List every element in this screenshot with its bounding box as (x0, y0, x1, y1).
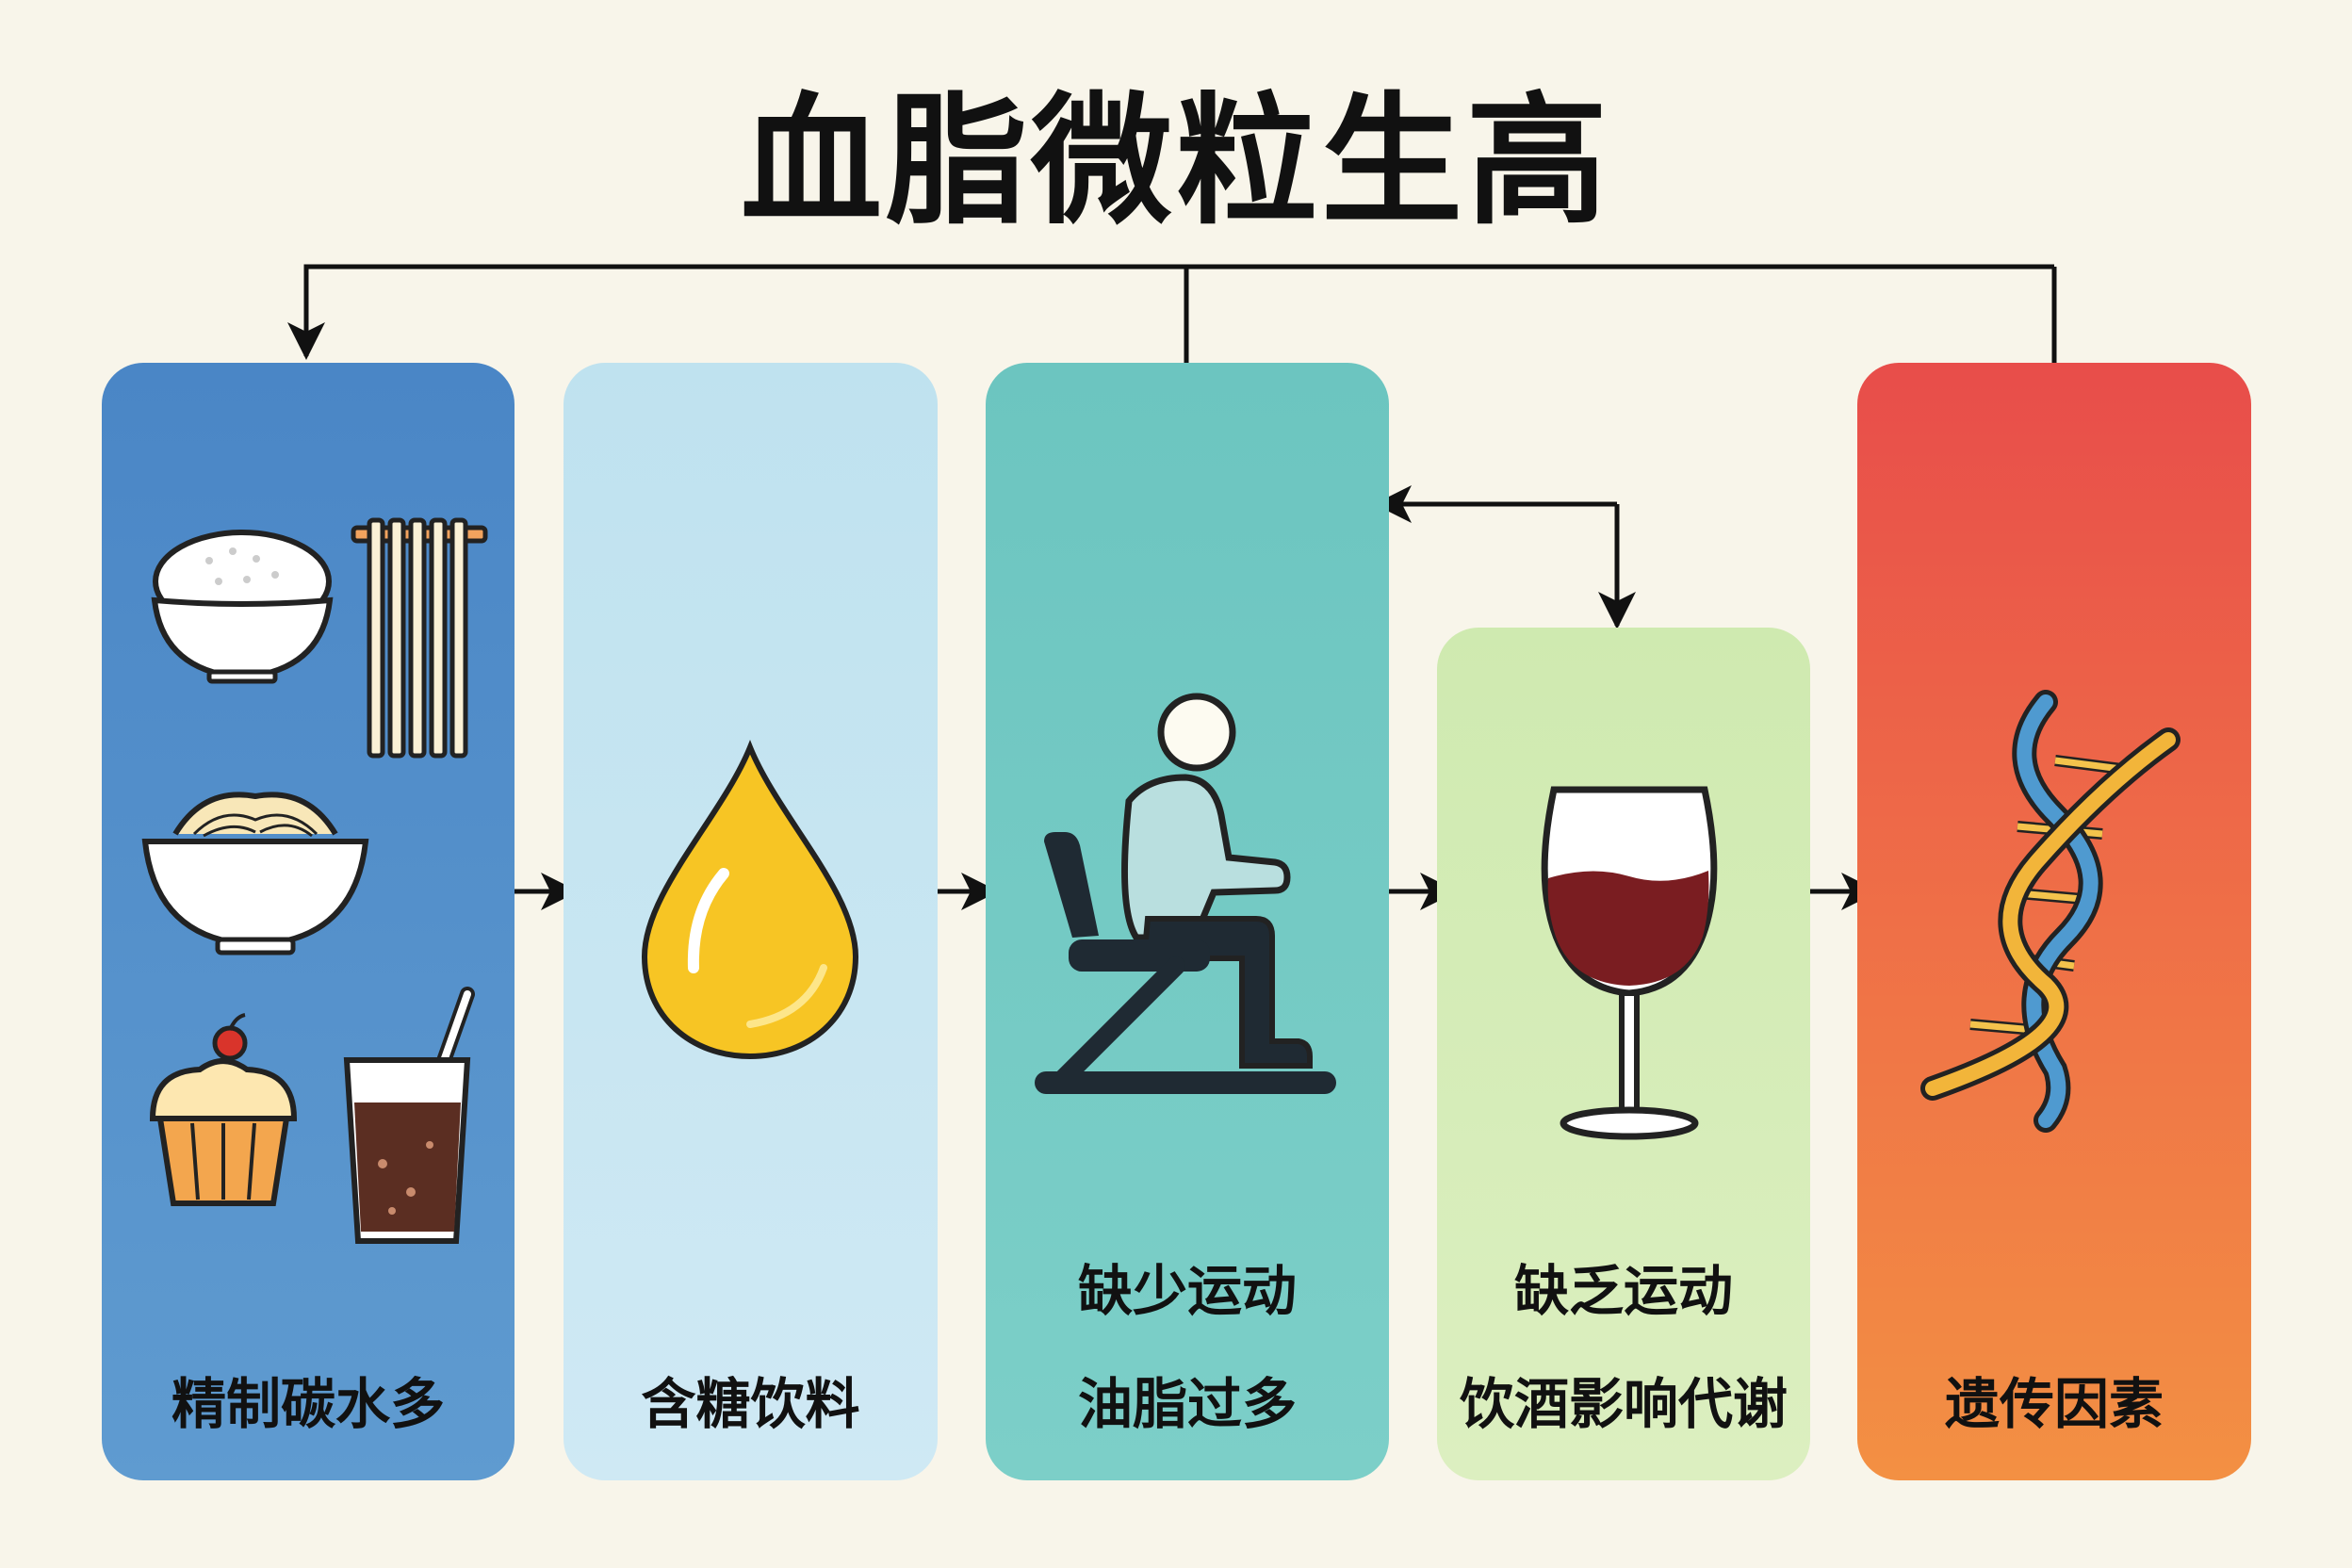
panel-4-label-top: 缺乏运动 (1513, 1259, 1733, 1323)
panel-alcohol: 缺乏运动 饮酒影响代谢 (1437, 628, 1810, 1480)
top-feedback-line (306, 264, 2057, 363)
soda-glass-icon (343, 987, 475, 1244)
panel-sugary-drinks: 含糖饮料 (564, 363, 938, 1480)
wine-glass-icon (1541, 786, 1718, 1140)
panel-5-label: 遗传因素 (1944, 1372, 2164, 1436)
panel-inactivity-fat: 缺少运动 油脂过多 (986, 363, 1389, 1480)
panel-refined-carbs: 精制碳水多 (102, 363, 514, 1480)
rice-bowl-icon (151, 530, 334, 684)
oil-drop-icon (641, 740, 859, 1060)
dna-icon (1920, 690, 2180, 1133)
panel-genetics: 遗传因素 (1857, 363, 2251, 1480)
noodle-bowl-icon (141, 792, 369, 956)
cupcake-icon (149, 1013, 298, 1206)
diagram-title: 血脂微粒生高 (740, 80, 1611, 244)
panel-3-label-top: 缺少运动 (1077, 1259, 1297, 1323)
panel-4-label: 饮酒影响代谢 (1459, 1372, 1788, 1436)
panel-1-label: 精制碳水多 (171, 1372, 445, 1436)
sitting-person-icon (1035, 693, 1336, 1094)
panel-3-label: 油脂过多 (1077, 1372, 1297, 1436)
panel-2-label: 含糖饮料 (641, 1372, 860, 1436)
noodles-icon (351, 517, 488, 759)
